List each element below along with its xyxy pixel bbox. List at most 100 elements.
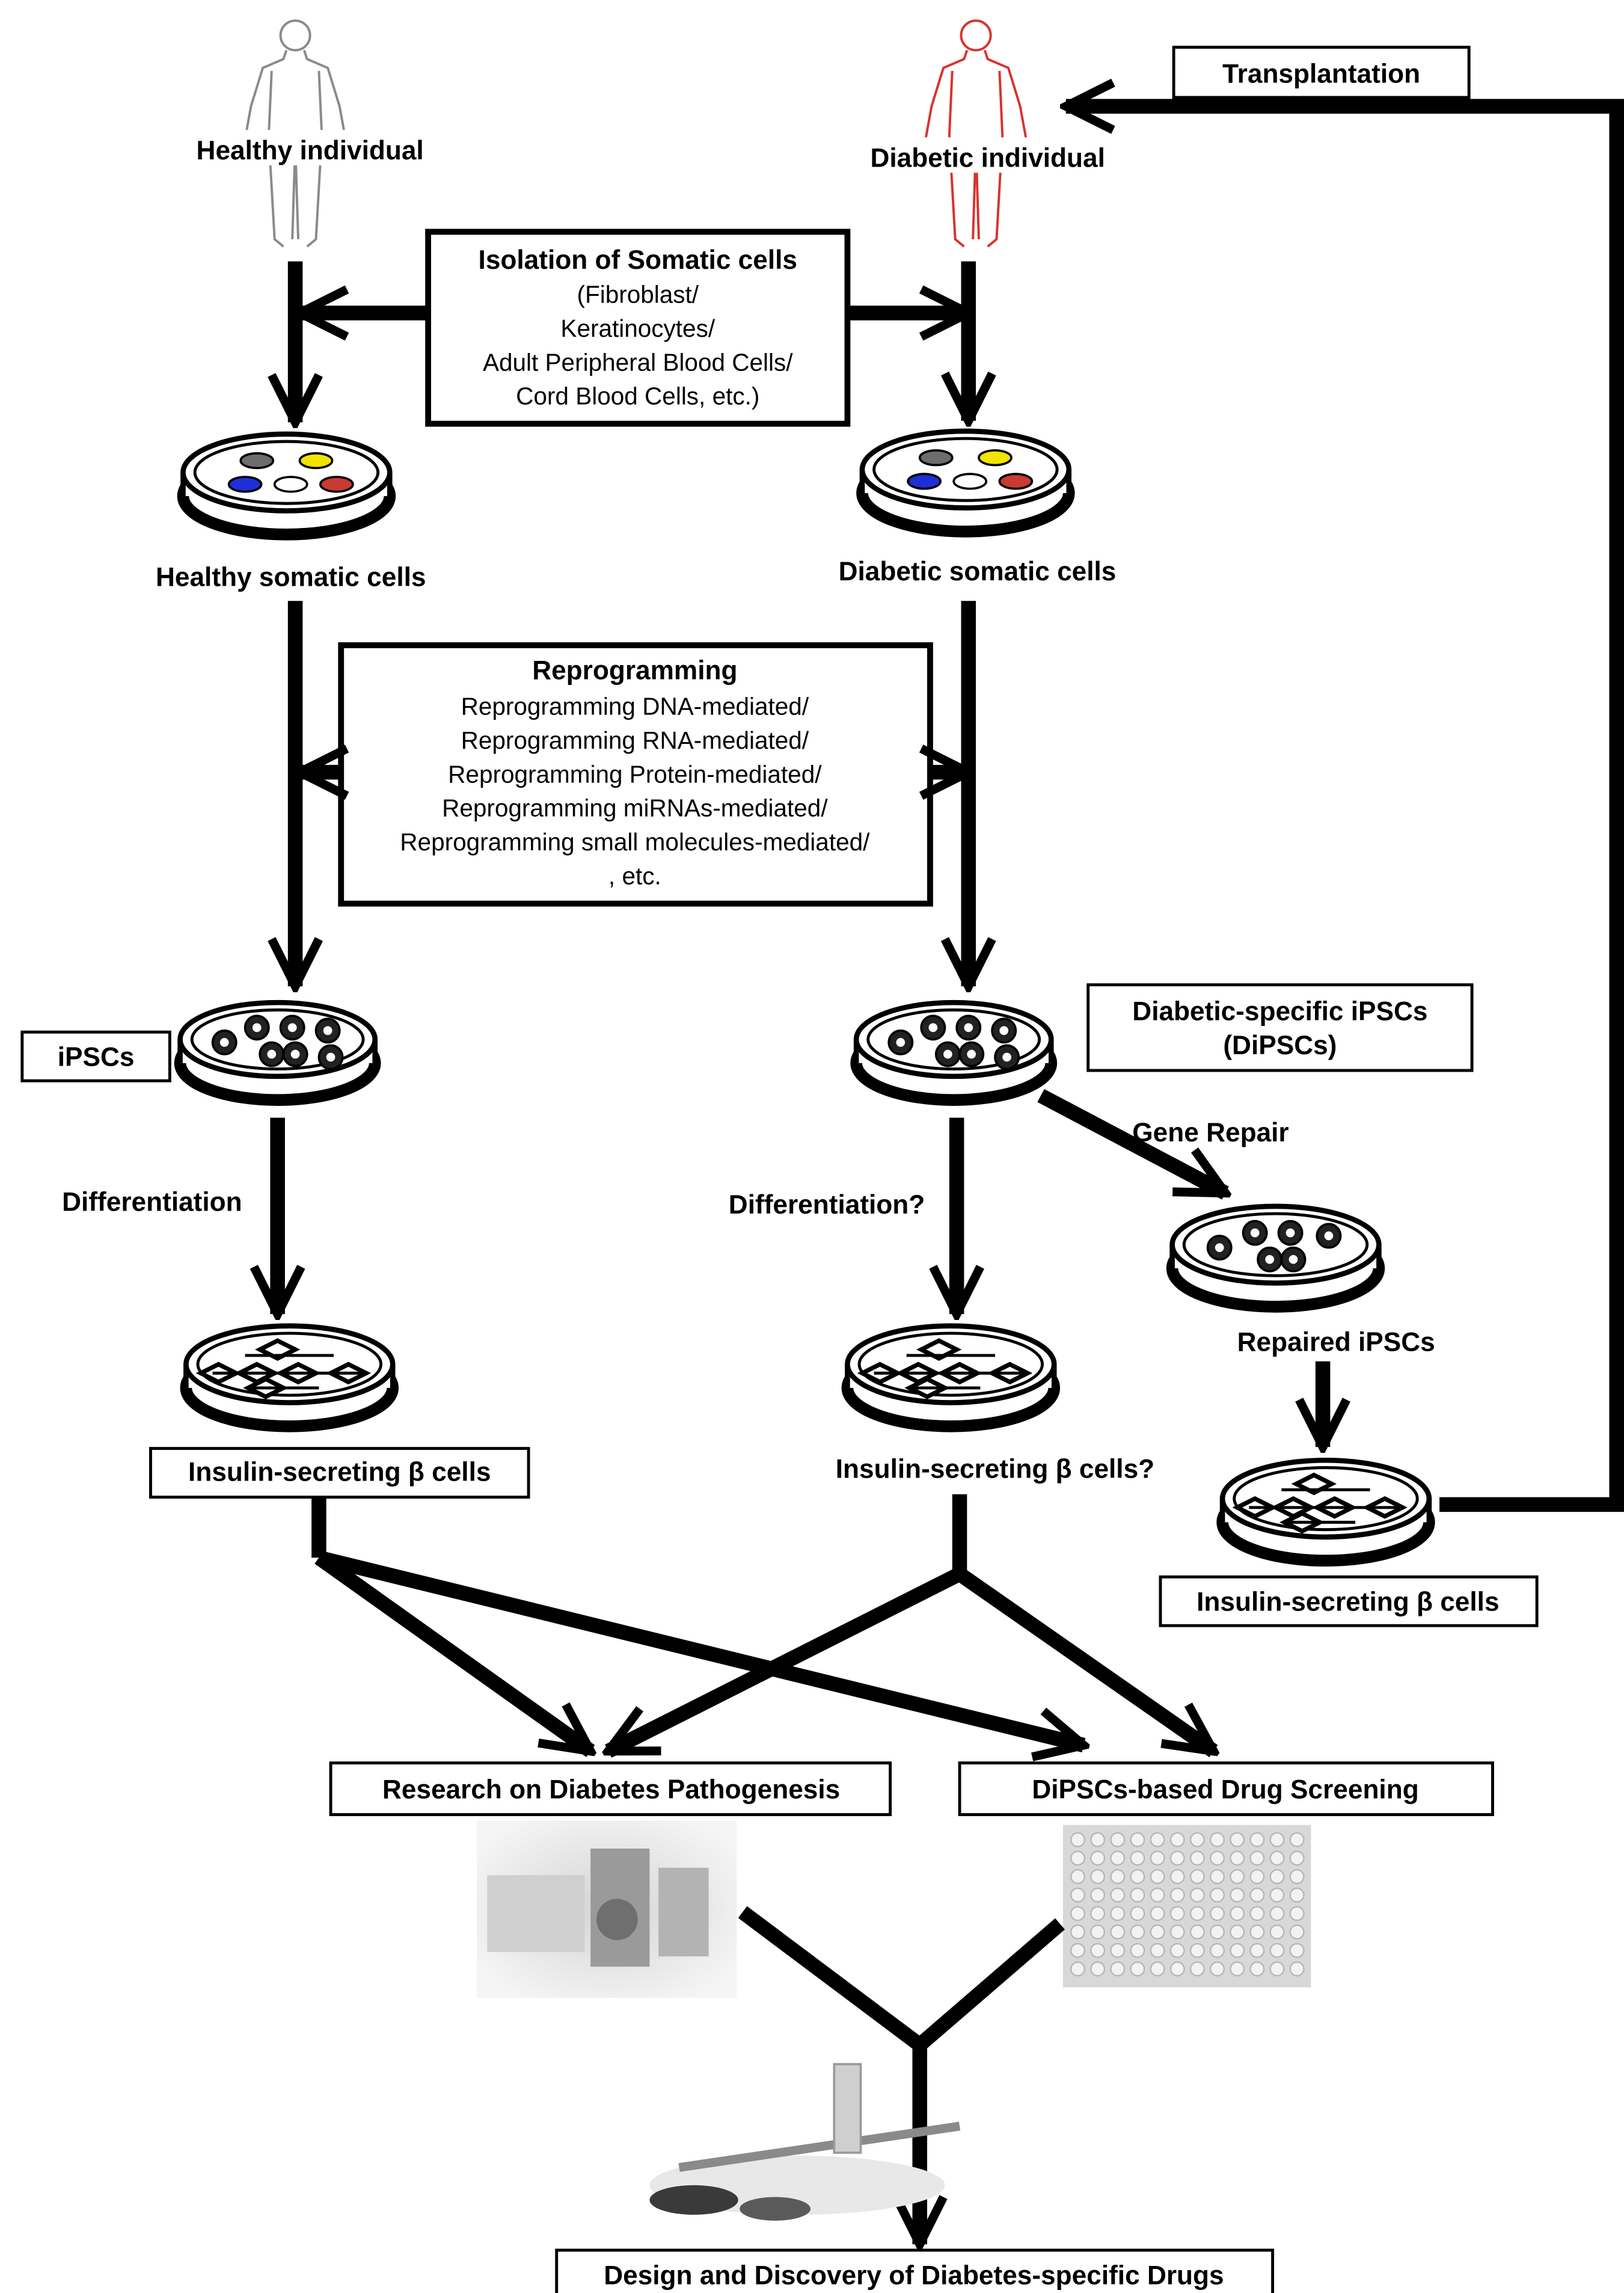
dipscs-label-line-1: Diabetic-specific iPSCs (1132, 997, 1427, 1027)
well (1090, 1961, 1106, 1977)
insulin-middle-label: Insulin-secreting β cells? (836, 1455, 1154, 1484)
research-box (329, 1761, 892, 1816)
isolation-line-1: (Fibroblast/ (577, 280, 699, 308)
well (1070, 1906, 1086, 1921)
design-box (555, 2248, 1275, 2293)
well (1169, 1887, 1185, 1903)
well (1289, 1906, 1305, 1921)
lab-microscope-image (477, 1820, 737, 1998)
well (1209, 1869, 1225, 1885)
well (1150, 1850, 1165, 1866)
well (1130, 1869, 1145, 1885)
beta-cells-dish-left (180, 1323, 399, 1432)
well (1249, 1942, 1265, 1958)
well (1230, 1869, 1245, 1885)
reprogramming-line-1: Reprogramming DNA-mediated/ (461, 692, 809, 720)
repaired-ipscs-label: Repaired iPSCs (1237, 1328, 1435, 1357)
repaired-ipscs-dish (1166, 1203, 1385, 1313)
isolation-line-3: Adult Peripheral Blood Cells/ (483, 348, 793, 376)
well-grid (1070, 1832, 1305, 1977)
screening-label: DiPSCs-based Drug Screening (1032, 1775, 1418, 1804)
healthy-somatic-label: Healthy somatic cells (156, 563, 426, 592)
screening-to-drugs-line (915, 1918, 1065, 2051)
ipscs-box (20, 1030, 171, 1082)
well (1269, 1887, 1285, 1903)
well (1209, 1887, 1225, 1903)
well (1150, 1869, 1165, 1885)
healthy-individual-label: Healthy individual (197, 136, 424, 165)
well (1070, 1942, 1086, 1958)
beta-cells-dish-middle (841, 1323, 1061, 1432)
well (1189, 1906, 1205, 1921)
well (1189, 1924, 1205, 1940)
well (1130, 1887, 1145, 1903)
well (1090, 1869, 1106, 1885)
well (1269, 1942, 1285, 1958)
well (1070, 1961, 1086, 1977)
well (1230, 1832, 1245, 1847)
well (1169, 1832, 1185, 1847)
reprogramming-line-4: Reprogramming miRNAs-mediated/ (442, 794, 828, 822)
well (1189, 1961, 1205, 1977)
gene-repair-arrow (1037, 1088, 1225, 1200)
ipscs-dish (174, 999, 381, 1106)
design-label: Design and Discovery of Diabetes-specifi… (604, 2261, 1224, 2290)
well (1090, 1832, 1106, 1847)
well (1230, 1850, 1245, 1866)
well (1090, 1942, 1106, 1958)
well (1130, 1942, 1145, 1958)
diabetic-individual-label: Diabetic individual (870, 143, 1105, 173)
well (1169, 1924, 1185, 1940)
well (1289, 1961, 1305, 1977)
well (1090, 1887, 1106, 1903)
well (1209, 1924, 1225, 1940)
diabetic-somatic-dish (856, 428, 1075, 538)
isolation-line-4: Cord Blood Cells, etc.) (516, 382, 759, 410)
well (1289, 1942, 1305, 1958)
dipscs-dish (850, 999, 1058, 1106)
transplantation-label: Transplantation (1222, 59, 1420, 88)
well (1209, 1850, 1225, 1866)
well (1130, 1832, 1145, 1847)
differentiation-right-label: Differentiation? (729, 1190, 925, 1220)
well-plate-image (1062, 1825, 1311, 1988)
drugs-syringe-image (649, 2063, 961, 2221)
well (1070, 1887, 1086, 1903)
well (1110, 1850, 1126, 1866)
diabetic-somatic-label: Diabetic somatic cells (839, 557, 1117, 586)
well (1150, 1961, 1165, 1977)
well (1249, 1869, 1265, 1885)
well (1150, 1887, 1165, 1903)
reprogramming-box (338, 642, 933, 907)
well (1209, 1961, 1225, 1977)
well (1169, 1869, 1185, 1885)
well (1150, 1924, 1165, 1940)
well (1070, 1869, 1086, 1885)
well (1289, 1869, 1305, 1885)
well (1269, 1961, 1285, 1977)
beta-cells-dish-right (1216, 1457, 1435, 1567)
middle-to-screening-arrow (955, 1568, 1213, 1757)
well (1189, 1850, 1205, 1866)
differentiation-left-label: Differentiation (62, 1187, 242, 1217)
well (1249, 1850, 1265, 1866)
well (1150, 1832, 1165, 1847)
dipscs-label-line-2: (DiPSCs) (1223, 1031, 1337, 1060)
reprogramming-line-2: Reprogramming RNA-mediated/ (461, 726, 809, 754)
transplantation-box (1172, 46, 1471, 99)
research-label: Research on Diabetes Pathogenesis (382, 1775, 840, 1804)
well (1249, 1924, 1265, 1940)
well (1070, 1832, 1086, 1847)
ipscs-label: iPSCs (58, 1043, 135, 1072)
well (1169, 1850, 1185, 1866)
well (1269, 1869, 1285, 1885)
isolation-title: Isolation of Somatic cells (479, 245, 797, 275)
well (1110, 1924, 1126, 1940)
well (1249, 1906, 1265, 1921)
well (1070, 1850, 1086, 1866)
middle-to-research-arrow (608, 1567, 963, 1758)
screening-box (958, 1761, 1494, 1816)
well (1110, 1906, 1126, 1921)
well (1110, 1869, 1126, 1885)
well (1130, 1961, 1145, 1977)
